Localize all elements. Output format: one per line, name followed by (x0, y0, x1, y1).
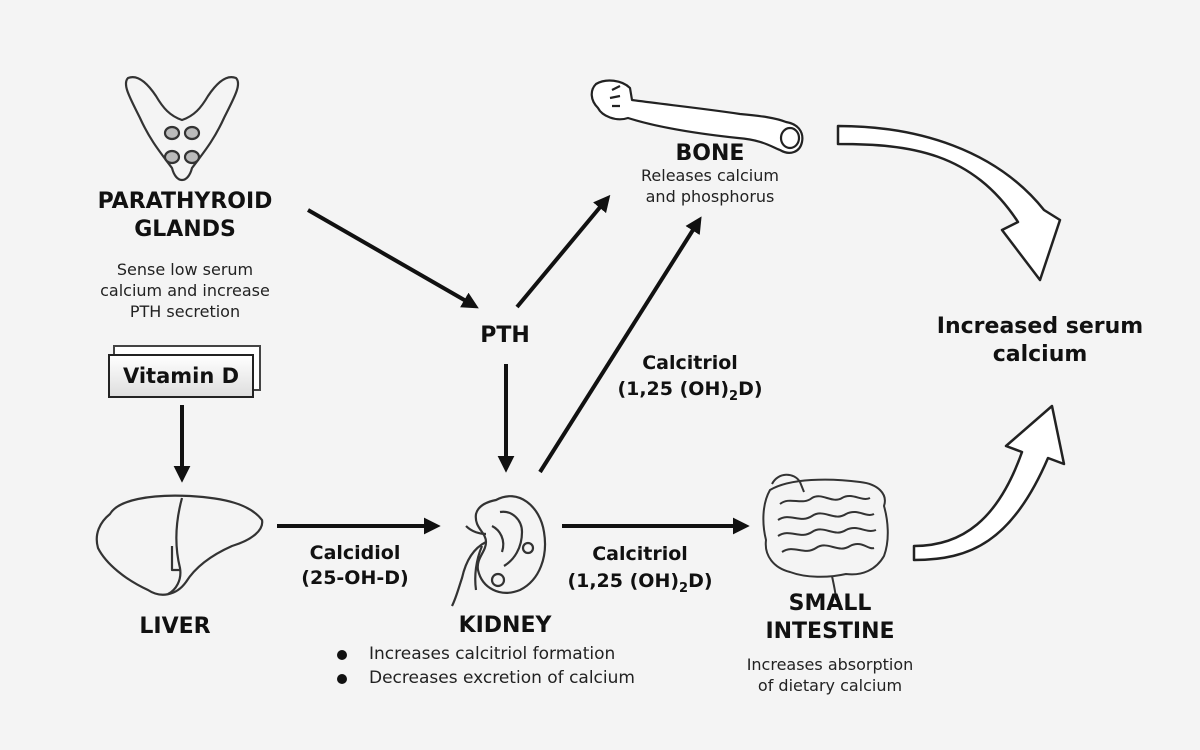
liver-title: LIVER (139, 614, 211, 639)
formula-subscript: 2 (729, 388, 739, 404)
calcitriol-to-intestine-label: Calcitriol (1,25 (OH)2D) (555, 541, 725, 602)
parathyroid-desc-line-3: PTH secretion (129, 302, 241, 321)
formula-pre: (1,25 (OH) (617, 378, 730, 400)
liver-icon (95, 494, 264, 596)
pth-label: PTH (480, 323, 530, 348)
calcitriol-to-intestine-formula: (1,25 (OH)2D) (555, 568, 725, 602)
arrow-pth-to-bone (515, 194, 611, 309)
vitamin-d-box: Vitamin D (108, 354, 254, 398)
calcitriol-to-intestine-name: Calcitriol (592, 543, 688, 565)
small-intestine-title: SMALL INTESTINE (740, 590, 920, 646)
kidney-icon (451, 495, 546, 607)
parathyroid-glands-icon (124, 76, 240, 182)
calcitriol-to-bone-formula: (1,25 (OH)2D) (605, 376, 775, 410)
small-intestine-icon (762, 473, 889, 601)
small-intestine-desc-line-1: Increases absorption (746, 655, 914, 674)
small-intestine-title-line-1: SMALL (788, 591, 872, 616)
outcome-line-1: Increased serum (936, 314, 1144, 339)
bone-desc-line-2: and phosphorus (645, 187, 775, 206)
parathyroid-title-line-1: PARATHYROID (97, 189, 273, 214)
curved-arrows (836, 124, 1066, 562)
flow-arrows (173, 194, 750, 535)
formula-post: D) (738, 378, 763, 400)
calcidiol-formula: (25-OH-D) (301, 567, 409, 589)
calcidiol-name: Calcidiol (309, 542, 401, 564)
calcitriol-to-bone-name: Calcitriol (642, 352, 738, 374)
bone-desc-line-1: Releases calcium (641, 166, 779, 185)
curved-arrow-bone-to-outcome (836, 124, 1062, 282)
parathyroid-description: Sense low serum calcium and increase PTH… (75, 259, 295, 322)
calcitriol-to-bone-label: Calcitriol (1,25 (OH)2D) (605, 350, 775, 410)
arrow-parathyroid-to-pth (307, 208, 479, 309)
kidney-effects-list: Increases calcitriol formation Decreases… (335, 642, 635, 690)
outcome-label: Increased serum calcium (910, 313, 1170, 369)
kidney-title: KIDNEY (458, 613, 552, 638)
formula-pre: (1,25 (OH) (567, 570, 680, 592)
bone-title: BONE (675, 141, 745, 166)
list-item: Decreases excretion of calcium (335, 666, 635, 690)
arrow-kidney-to-bone (538, 216, 702, 474)
list-item: Increases calcitriol formation (335, 642, 635, 666)
formula-post: D) (688, 570, 713, 592)
bone-description: Releases calcium and phosphorus (600, 165, 820, 207)
parathyroid-desc-line-1: Sense low serum (116, 260, 254, 279)
parathyroid-title: PARATHYROID GLANDS (75, 188, 295, 244)
small-intestine-title-line-2: INTESTINE (765, 619, 895, 644)
outcome-line-2: calcium (992, 342, 1088, 367)
parathyroid-desc-line-2: calcium and increase (100, 281, 270, 300)
small-intestine-description: Increases absorption of dietary calcium (710, 654, 950, 696)
bone-icon (590, 79, 804, 154)
curved-arrow-intestine-to-outcome (912, 404, 1066, 562)
parathyroid-title-line-2: GLANDS (134, 217, 236, 242)
calcidiol-label: Calcidiol (25-OH-D) (270, 541, 440, 591)
formula-subscript: 2 (679, 580, 689, 596)
small-intestine-desc-line-2: of dietary calcium (757, 676, 903, 695)
